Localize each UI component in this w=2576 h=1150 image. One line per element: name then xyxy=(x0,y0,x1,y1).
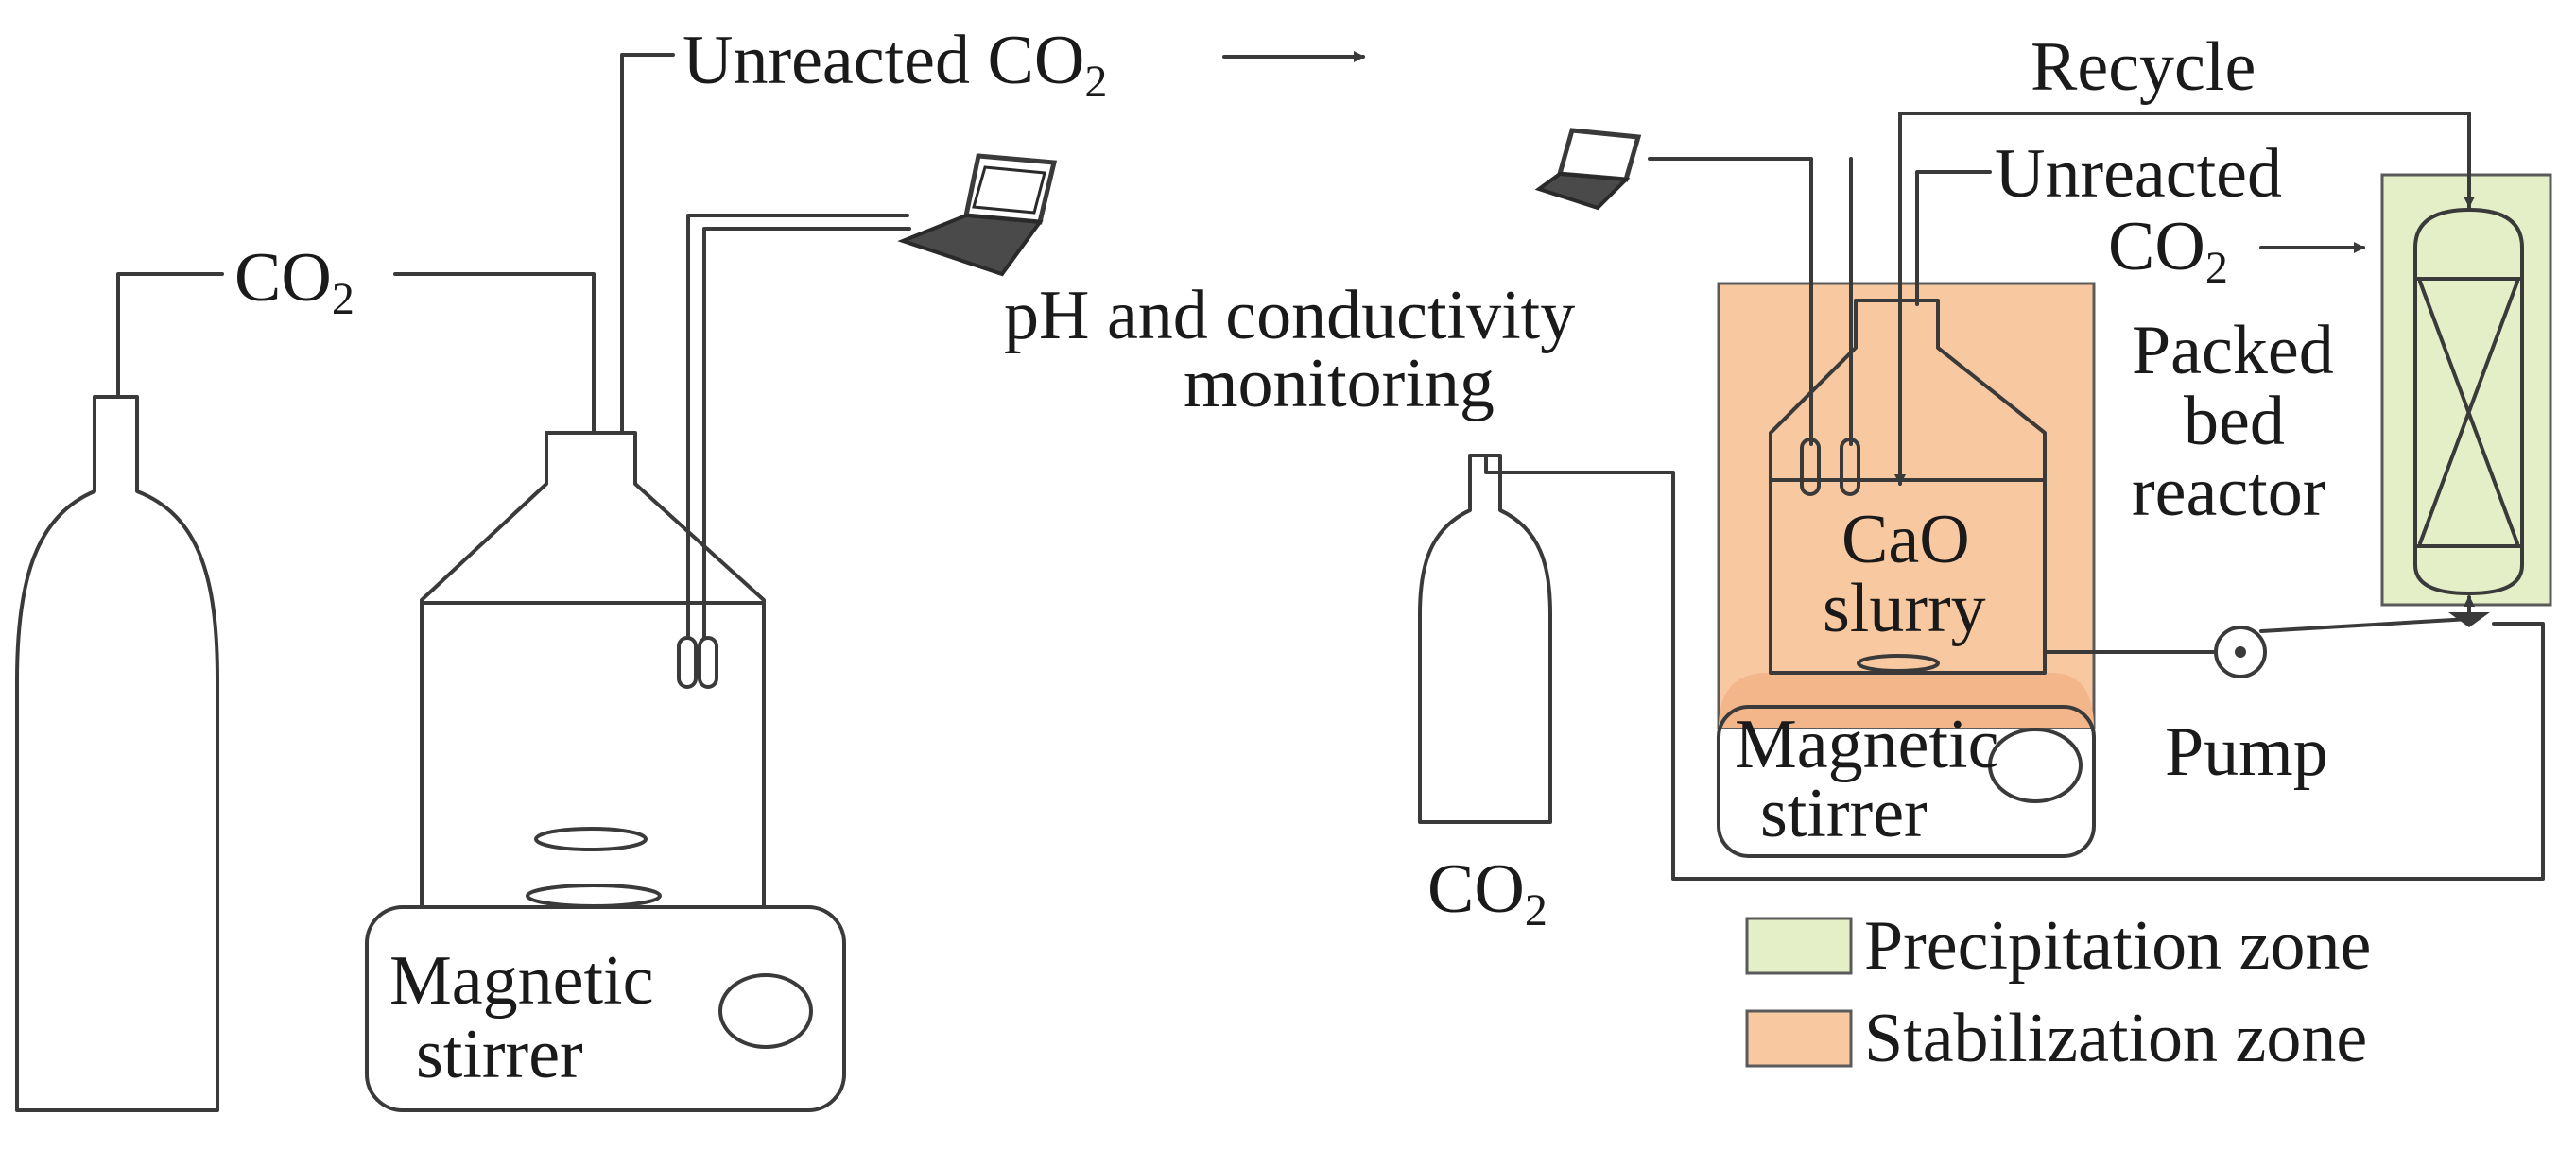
right-stirrer-label-line2: stirrer xyxy=(1760,775,1928,852)
left-magnetic-stirrer xyxy=(365,905,846,1112)
right-probe-2 xyxy=(1840,438,1860,496)
slurry-label-line2: slurry xyxy=(1823,570,1986,647)
left-probe-cable-2 xyxy=(702,227,911,644)
right-co2-label: CO2 xyxy=(1427,850,1547,935)
left-probe-1 xyxy=(677,636,698,689)
right-unreacted-line xyxy=(1915,170,1992,306)
left-stirrer-label-line1: Magnetic xyxy=(389,942,653,1020)
right-magnetic-stirrer xyxy=(1717,705,2096,858)
right-stirrer-label-line1: Magnetic xyxy=(1735,706,1998,783)
right-stirrer-knob xyxy=(1988,728,2083,803)
reactor-label-line3: reactor xyxy=(2132,454,2325,531)
legend-swatch-precipitation xyxy=(1745,917,1853,975)
left-laptop-icon xyxy=(897,153,1058,277)
right-probe-1 xyxy=(1800,438,1821,496)
right-stir-bar xyxy=(1857,654,1940,673)
left-stir-bar-upper xyxy=(534,827,648,851)
legend-label-stabilization: Stabilization zone xyxy=(1864,1000,2367,1077)
left-probe-cable-1 xyxy=(686,214,909,644)
left-co2-cylinder xyxy=(15,395,219,1112)
recycle-label: Recycle xyxy=(2031,28,2256,106)
right-reactor-vessel xyxy=(1769,299,2047,675)
legend-label-precipitation: Precipitation zone xyxy=(1864,907,2371,985)
right-unreacted-label-line2: CO2 xyxy=(2108,208,2228,293)
right-co2-feed-line xyxy=(1484,454,2545,881)
left-unreacted-label: Unreacted CO2 xyxy=(683,22,1107,107)
legend: Precipitation zone Stabilization zone xyxy=(1745,907,2371,1077)
packed-bed-reactor xyxy=(2413,208,2524,595)
legend-swatch-stabilization xyxy=(1745,1009,1853,1068)
right-setup: Recycle Unreacted CO2 CaO slurry xyxy=(1418,28,2552,1077)
recycle-line xyxy=(1898,112,2471,484)
left-co2-label: CO2 xyxy=(234,239,354,324)
left-setup: CO2 Unreacted CO2 pH and conductivity mo… xyxy=(15,22,1575,1112)
monitoring-label-line2: monitoring xyxy=(1184,345,1495,422)
reactor-label-line2: bed xyxy=(2184,383,2285,460)
left-stir-bar-lower xyxy=(526,884,662,908)
slurry-label-line1: CaO xyxy=(1841,501,1970,578)
left-stirrer-label-line2: stirrer xyxy=(416,1016,583,1093)
stabilization-zone-base xyxy=(1719,673,2094,728)
pump-label: Pump xyxy=(2165,713,2328,791)
left-probe-2 xyxy=(698,636,718,689)
right-laptop-icon xyxy=(1534,128,1642,211)
monitoring-label-line1: pH and conductivity xyxy=(1004,277,1575,354)
right-co2-cylinder xyxy=(1418,454,1552,824)
right-probe-cable-1 xyxy=(1648,157,1813,446)
pump-discharge-line xyxy=(2259,617,2471,633)
precipitation-zone xyxy=(2380,173,2552,607)
packed-bed-cross-2 xyxy=(2418,280,2519,545)
reactor-label-line1: Packed xyxy=(2132,312,2334,389)
pump-icon-center xyxy=(2235,646,2246,658)
left-stirrer-knob xyxy=(718,973,813,1049)
right-unreacted-label-line1: Unreacted xyxy=(1995,135,2282,213)
left-co2-feed-line xyxy=(116,272,224,399)
left-unreacted-line xyxy=(620,53,675,583)
